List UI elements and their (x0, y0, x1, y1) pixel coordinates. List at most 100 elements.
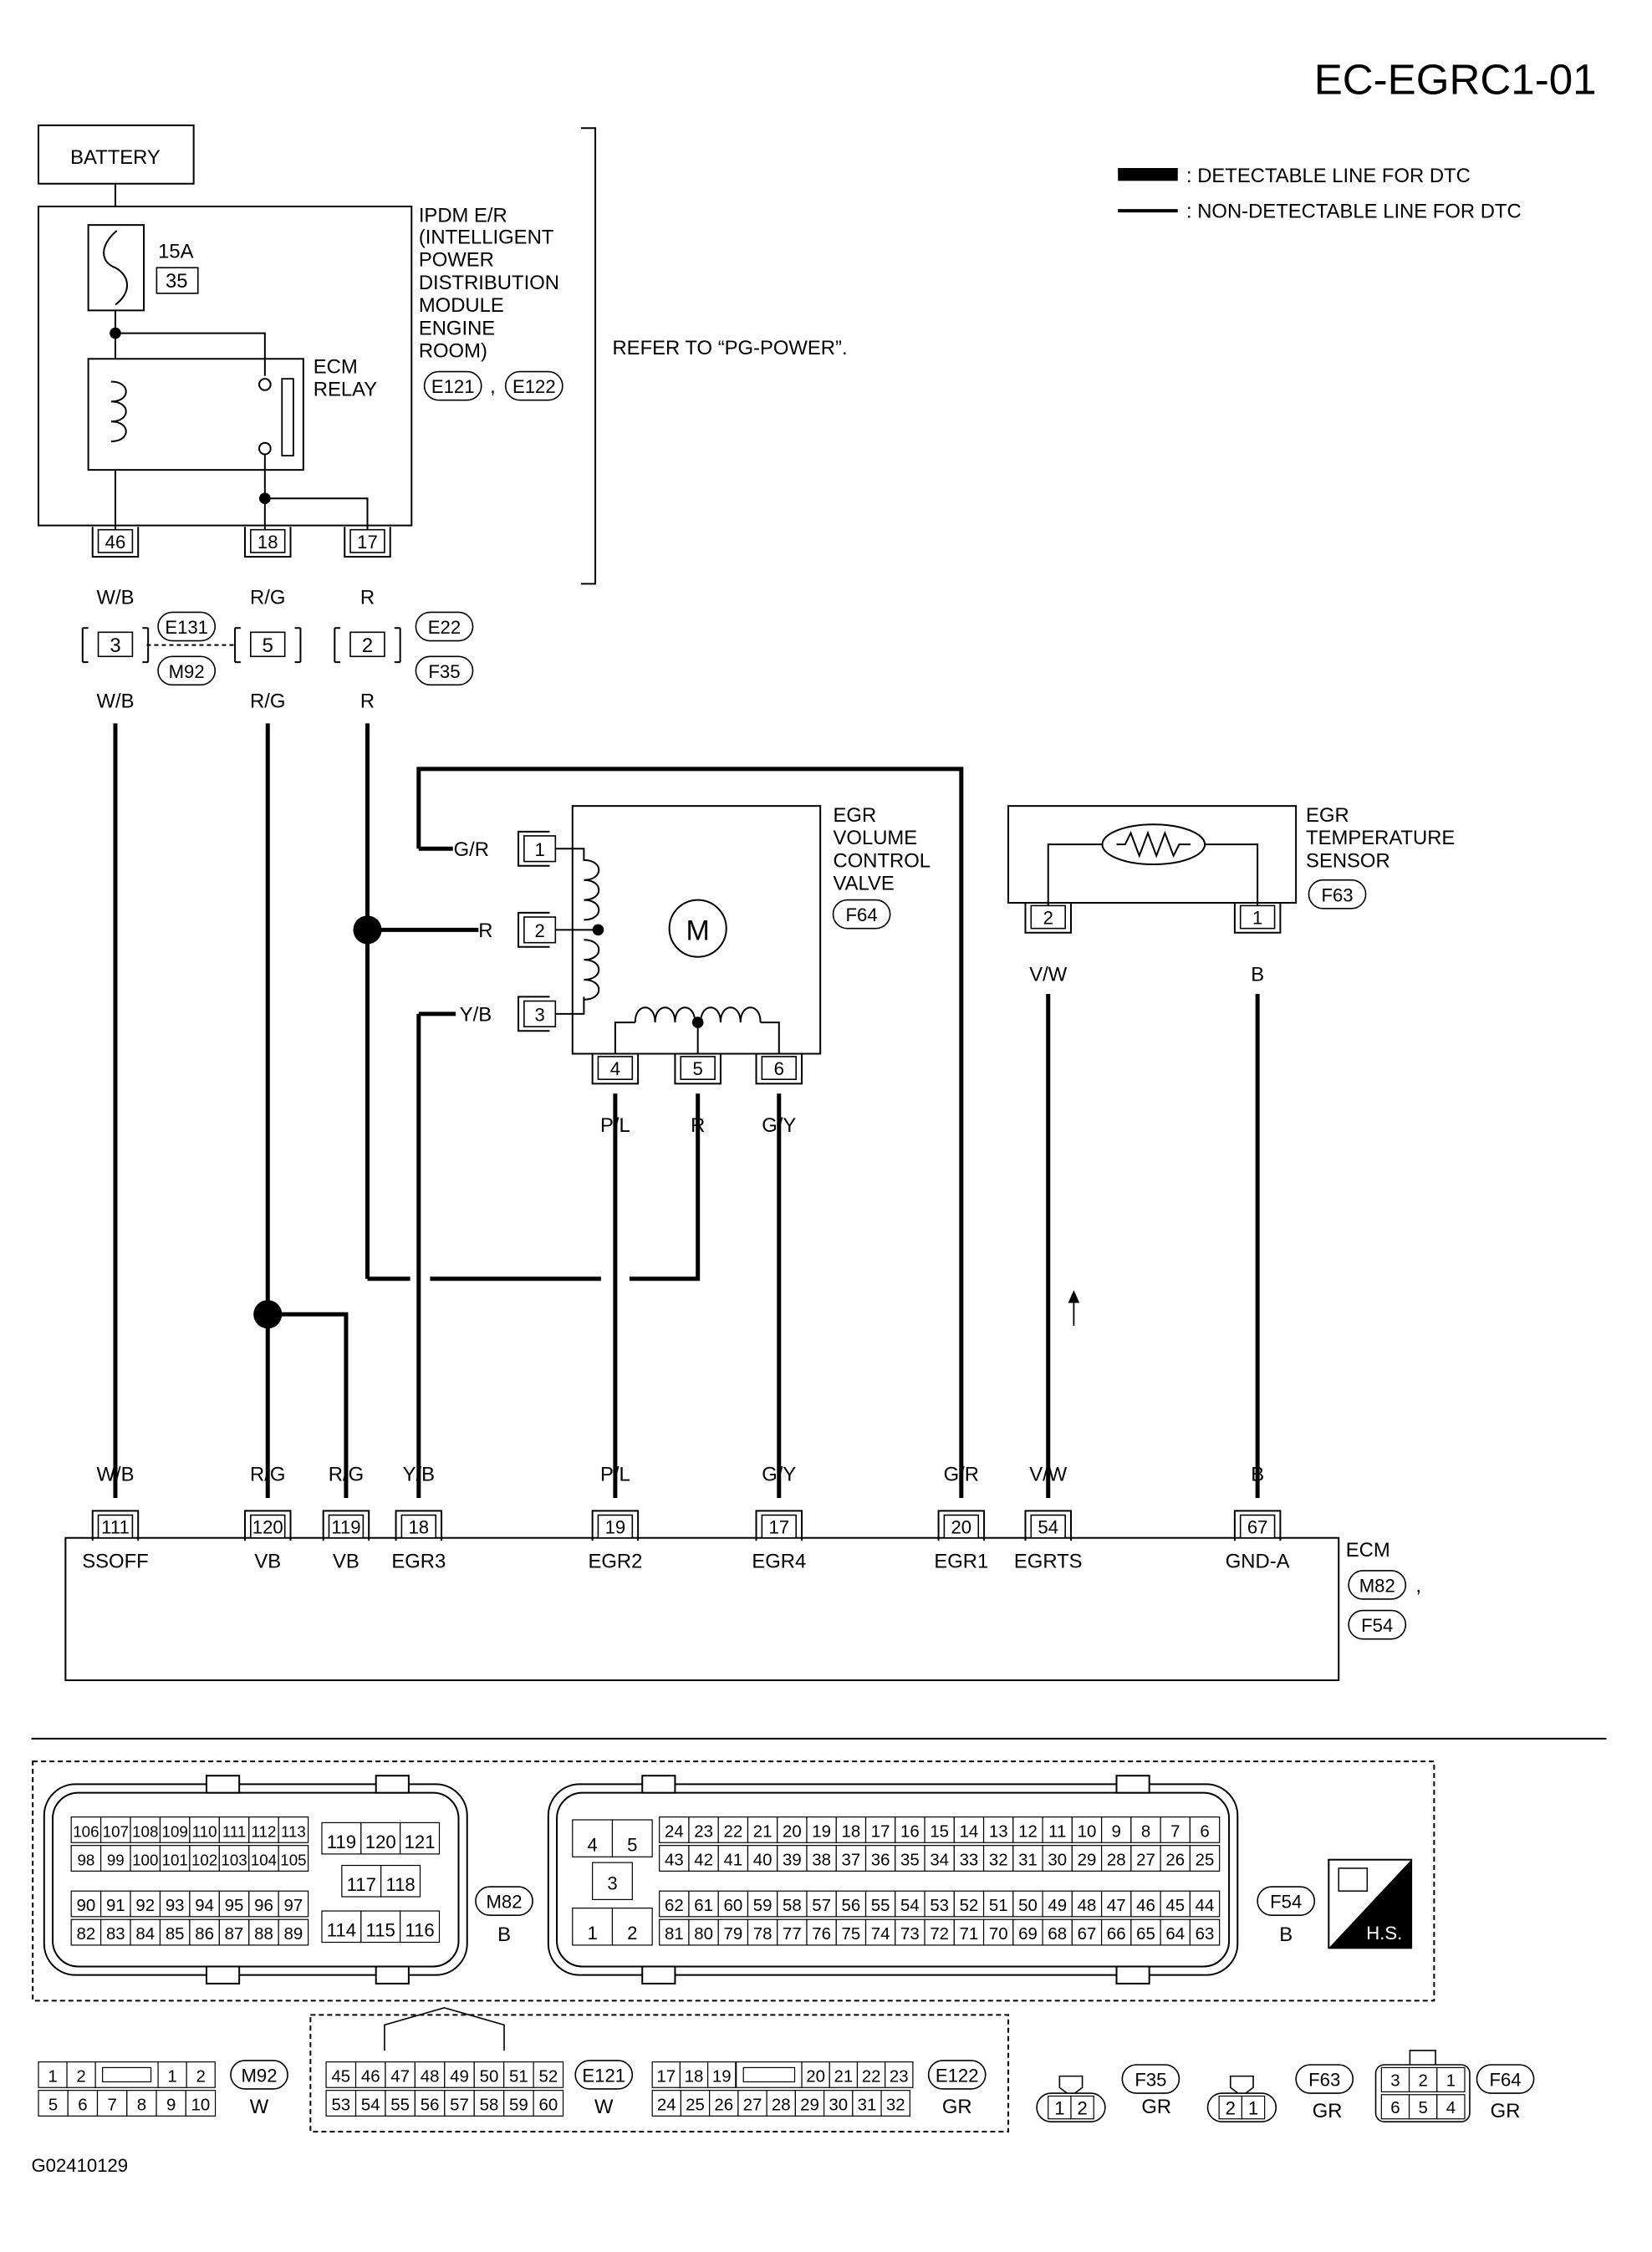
pin-cell (100, 1816, 131, 1843)
pin-cell (1012, 1890, 1043, 1918)
pin-cell (1436, 2094, 1466, 2120)
f54-pin: 78 (753, 1924, 772, 1944)
f54-latch (641, 1775, 676, 1794)
pin-cell (159, 1918, 191, 1946)
ecm-relay-label: ECM (314, 355, 358, 378)
connector-f63-oval (1295, 2064, 1354, 2094)
pin-box (250, 1514, 286, 1539)
ipdm-label: IPDM E/R (419, 205, 507, 227)
pin-cell (38, 2090, 69, 2117)
f54-latch (641, 1965, 676, 1985)
pin-cell (953, 1890, 985, 1918)
separator: , (1415, 1574, 1421, 1597)
valve-coil-icon (584, 939, 600, 1001)
e122-pin: 26 (714, 2096, 733, 2115)
pin-bracket (91, 1510, 140, 1541)
m82-pin: 107 (103, 1822, 129, 1840)
pin-cell (1071, 1816, 1103, 1843)
e122-pin: 18 (685, 2066, 704, 2086)
m82-pin: 86 (195, 1924, 214, 1944)
f54-pin: 60 (723, 1896, 742, 1915)
f54-pin: 71 (960, 1924, 979, 1944)
m82-pin: 96 (254, 1896, 273, 1915)
m92-pin: 1 (167, 2066, 176, 2086)
pin-cell (1071, 1845, 1103, 1872)
f54-pin: 47 (1107, 1896, 1126, 1915)
junction-dot (353, 915, 382, 945)
valve-pin: 4 (610, 1058, 620, 1079)
m82-pin: 117 (347, 1874, 376, 1895)
connector-m82-oval (475, 1886, 533, 1916)
e122-pin: 27 (743, 2096, 762, 2115)
pin-bracket (518, 830, 550, 867)
connector-e131-oval (157, 611, 217, 642)
relay-contact-icon (258, 378, 272, 391)
f54-pin: 46 (1136, 1896, 1155, 1915)
pin-box (349, 631, 385, 658)
pin-cell (835, 1816, 867, 1843)
pin-cell (709, 2090, 739, 2117)
f54-pin: 26 (1165, 1851, 1185, 1870)
e122-pin: 30 (829, 2096, 848, 2115)
pin-cell (592, 1862, 633, 1901)
sensor-pin: 2 (1043, 908, 1053, 929)
m82-pin: 83 (106, 1924, 125, 1944)
f54-pin: 37 (842, 1851, 861, 1870)
egr-sensor-box (1007, 805, 1298, 904)
connector-m82: M82 (486, 1892, 522, 1913)
pin-cell (794, 2090, 825, 2117)
egr-valve-label: VOLUME (834, 827, 918, 849)
egr-valve-box (571, 805, 822, 1055)
f54-pin: 41 (723, 1851, 742, 1870)
f54-pin: 32 (989, 1851, 1008, 1870)
wire-color: R/G (250, 1464, 285, 1486)
pin-cell (1130, 1890, 1161, 1918)
m82-pin: 98 (77, 1852, 94, 1869)
wire-color: Y/B (403, 1464, 435, 1486)
f54-pin: 33 (960, 1851, 979, 1870)
connector-m92-oval (157, 655, 217, 686)
valve-pin: 6 (774, 1058, 784, 1079)
hs-label: H.S. (1366, 1923, 1402, 1944)
joint-pin: 2 (362, 634, 373, 657)
pin-cell (360, 1910, 401, 1944)
pin-cell (444, 2061, 475, 2088)
wire-color: R/G (250, 586, 285, 609)
e122-key-slot (742, 2066, 796, 2083)
pin-cell (1012, 1845, 1043, 1872)
m82-pin: 119 (327, 1832, 356, 1852)
pin-cell (186, 2061, 216, 2088)
f64-pin: 2 (1418, 2071, 1427, 2091)
connector-e122-oval (927, 2060, 987, 2090)
relay-armature-icon (281, 378, 294, 457)
pin-cell (806, 1816, 837, 1843)
m92-pin: 2 (196, 2066, 205, 2086)
pin-cell (70, 1816, 102, 1843)
m82-pin: 97 (284, 1896, 303, 1915)
pin-cell (1101, 1816, 1132, 1843)
pin-box (761, 1514, 798, 1539)
e121-pin: 51 (509, 2066, 528, 2086)
pin-bracket (674, 1053, 721, 1085)
pin-cell (924, 1845, 955, 1872)
e122-pin: 25 (686, 2096, 705, 2115)
f64-pin: 4 (1446, 2098, 1456, 2117)
pin-box (349, 528, 385, 553)
wire-r-bottom (629, 1093, 701, 1281)
m82-pin: 118 (385, 1874, 415, 1895)
f54-pin: 57 (812, 1896, 831, 1915)
f54-connector-shell (547, 1783, 1239, 1976)
junction-dot (259, 492, 271, 505)
e122-pin: 20 (806, 2066, 825, 2086)
f54-pin: 8 (1141, 1821, 1150, 1841)
pin-cell (1071, 1890, 1103, 1918)
pin-cell (1101, 1918, 1132, 1946)
wire-color: G/R (944, 1464, 979, 1486)
pin-cell (444, 2090, 475, 2117)
pin-cell (1130, 1845, 1161, 1872)
pin-cell (829, 2061, 859, 2088)
connector-f64-oval (832, 899, 891, 930)
pin-cell (130, 1816, 161, 1843)
pin-bracket (755, 1053, 803, 1085)
pin-cell (248, 1918, 279, 1946)
